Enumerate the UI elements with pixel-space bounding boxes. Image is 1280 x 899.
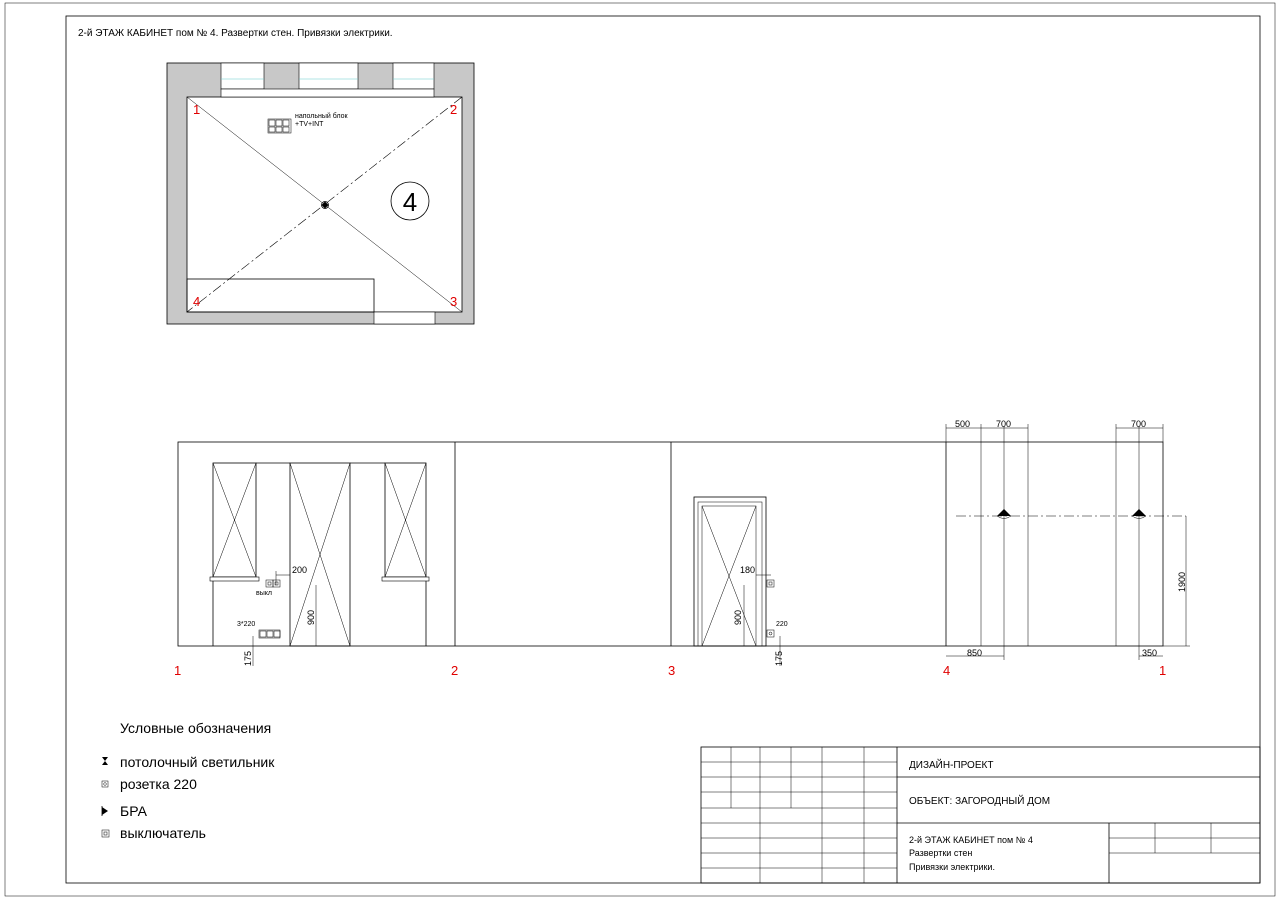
wall-mark-2: 2 (451, 663, 458, 678)
dim-900-left: 900 (306, 610, 316, 625)
legend-item-ceiling-light: потолочный светильник (120, 754, 275, 770)
plan-windows (220, 62, 435, 98)
floor-block-icon (267, 118, 292, 134)
dim-700-b: 700 (1131, 419, 1146, 429)
wall-mark-4: 4 (943, 663, 950, 678)
title-block-project: ДИЗАЙН-ПРОЕКТ (909, 758, 993, 771)
dim-850: 850 (967, 648, 982, 658)
legend-item-socket: розетка 220 (120, 776, 197, 792)
switch-icon (265, 579, 281, 588)
legend: Условные обозначения потолочный светильн… (101, 720, 275, 841)
dim-175-left: 175 (243, 651, 253, 666)
wall-lamp-icon (101, 806, 108, 816)
switch-icon-2 (766, 579, 775, 588)
switch-icon (101, 829, 110, 838)
plan-corner-4: 4 (193, 294, 200, 309)
legend-title: Условные обозначения (120, 720, 271, 736)
elevation-window-right (381, 462, 430, 646)
dim-900-right: 900 (733, 610, 743, 625)
dim-1900: 1900 (1177, 572, 1187, 592)
socket-icon-2 (766, 629, 775, 638)
wall-lamp-icon-2 (1131, 509, 1147, 519)
dim-180: 180 (740, 565, 755, 575)
title-block-sheet-line-2: Развертки стен (909, 848, 972, 858)
outer-frame (4, 2, 1276, 897)
dim-175-right: 175 (774, 651, 784, 666)
plan-door-opening (373, 311, 436, 325)
plan-corner-1: 1 (193, 102, 200, 117)
dim-700-a: 700 (996, 419, 1011, 429)
dim-350: 350 (1142, 648, 1157, 658)
socket-block-icon (258, 629, 281, 639)
socket-block-label: 3*220 (237, 621, 255, 628)
legend-item-switch: выключатель (120, 825, 206, 841)
elevation-balcony-door (289, 462, 385, 647)
ceiling-light-icon (102, 757, 108, 765)
wall-mark-1: 1 (174, 663, 181, 678)
floor-block-label-2: +TV+INT (295, 121, 324, 128)
sheet-title: 2-й ЭТАЖ КАБИНЕТ пом № 4. Развертки стен… (78, 28, 393, 39)
wall-mark-1-end: 1 (1159, 663, 1166, 678)
wall-lamp-icon (996, 509, 1012, 519)
floor-block-label: напольный блок (295, 112, 349, 120)
plan-diagonal-2-4 (186, 96, 463, 313)
title-block: ДИЗАЙН-ПРОЕКТ ОБЪЕКТ: ЗАГОРОДНЫЙ ДОМ 2-й… (700, 746, 1261, 884)
plan-corner-2: 2 (450, 102, 457, 117)
legend-item-wall-lamp: БРА (120, 803, 148, 819)
plan-desk (186, 278, 375, 313)
title-block-object: ОБЪЕКТ: ЗАГОРОДНЫЙ ДОМ (909, 794, 1050, 807)
dim-500: 500 (955, 419, 970, 429)
dim-200: 200 (292, 565, 307, 575)
inner-frame (65, 15, 1261, 884)
socket-label: 220 (776, 621, 788, 628)
room-number: 4 (403, 187, 417, 217)
wall-elevation: выкл 3*220 200 900 175 220 180 900 (174, 419, 1190, 678)
socket-icon (101, 780, 109, 788)
plan-corner-3: 3 (450, 294, 457, 309)
ceiling-light-icon (321, 201, 329, 209)
elevation-interior-door (693, 496, 767, 647)
title-block-sheet-line-3: Привязки электрики. (909, 862, 995, 872)
wall-mark-3: 3 (668, 663, 675, 678)
floor-plan: 1 2 3 4 4 напольный блок +TV+INT (166, 62, 475, 325)
room-number-circle (390, 181, 430, 221)
elevation-outline (177, 441, 1164, 647)
switch-label: выкл (256, 590, 272, 597)
title-block-sheet-line-1: 2-й ЭТАЖ КАБИНЕТ пом № 4 (909, 835, 1033, 845)
elevation-window-left (209, 462, 290, 646)
